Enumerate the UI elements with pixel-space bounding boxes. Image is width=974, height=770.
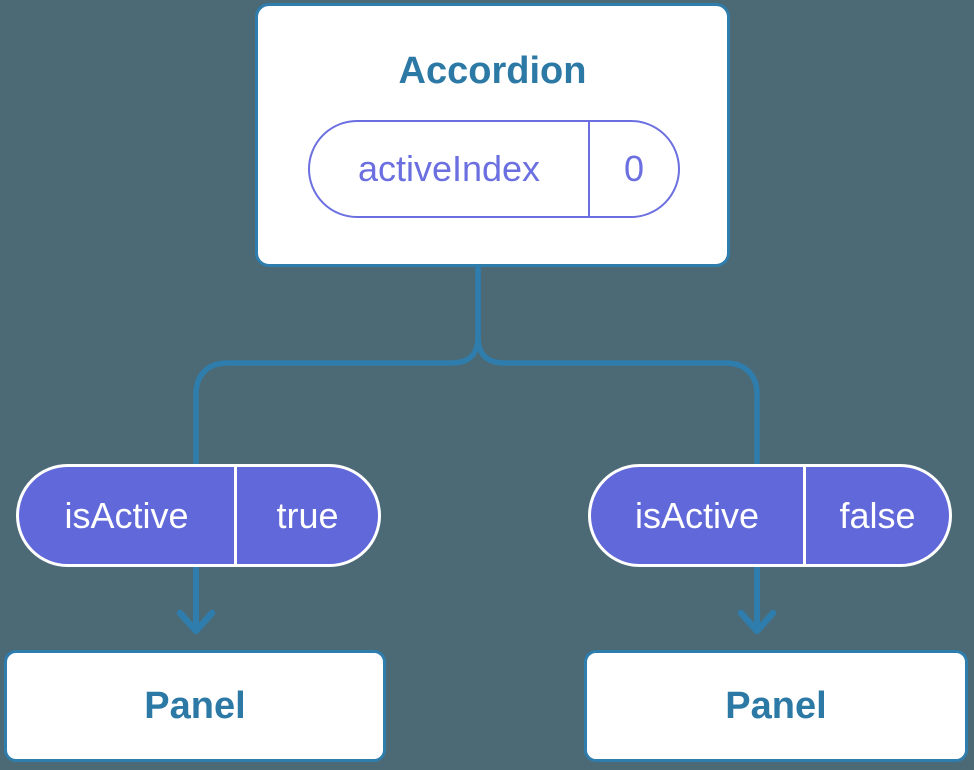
prop-pill-left: isActive true <box>16 464 381 567</box>
arrow-down-icon <box>176 566 216 635</box>
prop-pill-name: isActive <box>634 494 760 536</box>
panel-title: Panel <box>725 684 827 727</box>
state-pill-value: 0 <box>623 148 645 189</box>
prop-pill-value: true <box>276 494 339 536</box>
state-pill-name: activeIndex <box>357 148 541 189</box>
branch-line-left <box>193 266 481 466</box>
prop-pill-name: isActive <box>64 494 189 536</box>
branch-line-right <box>475 266 760 466</box>
prop-pill-value: false <box>839 494 916 536</box>
prop-pill-divider <box>803 467 806 564</box>
prop-pill-right: isActive false <box>588 464 952 567</box>
panel-node-right: Panel <box>584 650 968 762</box>
arrow-down-icon <box>737 566 777 635</box>
state-pill-divider <box>588 122 590 216</box>
prop-pill-divider <box>234 467 237 564</box>
accordion-title: Accordion <box>398 50 587 92</box>
accordion-node: Accordion activeIndex 0 <box>255 3 730 267</box>
state-pill: activeIndex 0 <box>308 120 680 218</box>
panel-title: Panel <box>144 684 246 727</box>
panel-node-left: Panel <box>4 650 386 762</box>
